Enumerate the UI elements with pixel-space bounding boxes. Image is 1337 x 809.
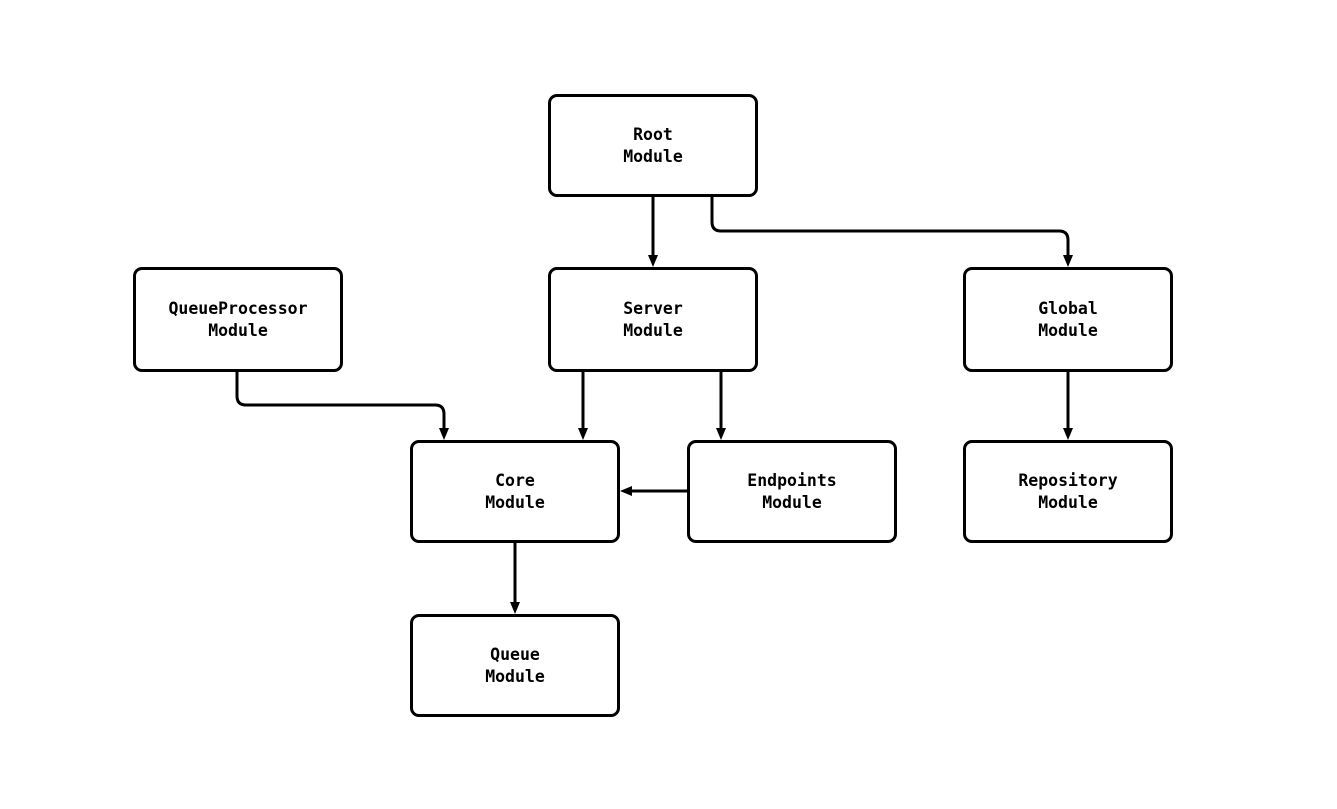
node-queue-module[interactable]: Queue Module (410, 614, 620, 717)
node-server-module-line1: Server (623, 298, 683, 318)
node-queueprocessor-module[interactable]: QueueProcessor Module (133, 267, 343, 372)
node-global-module-line1: Global (1038, 298, 1098, 318)
node-root-module[interactable]: Root Module (548, 94, 758, 197)
node-endpoints-module[interactable]: Endpoints Module (687, 440, 897, 543)
node-core-module[interactable]: Core Module (410, 440, 620, 543)
node-repository-module-line2: Module (1038, 492, 1098, 512)
node-queueprocessor-module-line2: Module (208, 320, 268, 340)
node-server-module-line2: Module (623, 320, 683, 340)
node-queueprocessor-module-line1: QueueProcessor (168, 298, 308, 318)
node-queue-module-line2: Module (485, 666, 545, 686)
node-root-module-line1: Root (633, 124, 673, 144)
node-core-module-line1: Core (495, 470, 535, 490)
node-repository-module[interactable]: Repository Module (963, 440, 1173, 543)
node-root-module-line2: Module (623, 146, 683, 166)
node-endpoints-module-line2: Module (762, 492, 822, 512)
node-global-module-line2: Module (1038, 320, 1098, 340)
edge-root-to-global (710, 197, 1073, 267)
node-server-module[interactable]: Server Module (548, 267, 758, 372)
edge-queueprocessor-to-core (235, 372, 449, 440)
node-core-module-line2: Module (485, 492, 545, 512)
node-endpoints-module-line1: Endpoints (747, 470, 837, 490)
node-queue-module-line1: Queue (490, 644, 540, 664)
node-global-module[interactable]: Global Module (963, 267, 1173, 372)
node-repository-module-line1: Repository (1018, 470, 1118, 490)
